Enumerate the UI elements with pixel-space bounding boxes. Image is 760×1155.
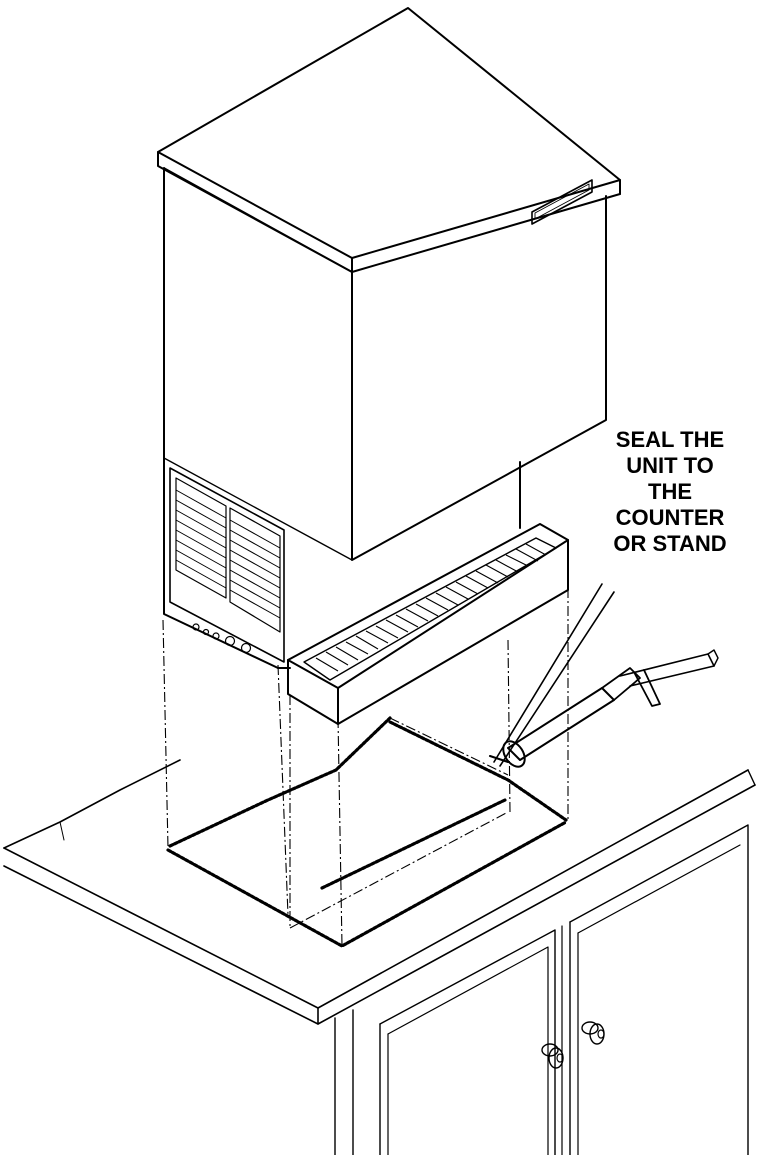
knob-icon xyxy=(541,1043,564,1069)
callout-line-3: THE xyxy=(648,479,692,504)
callout-line-1: SEAL THE xyxy=(615,427,725,452)
drip-tray xyxy=(287,523,569,725)
knob-icon xyxy=(581,1021,605,1045)
ice-machine-head xyxy=(157,7,621,561)
air-grille xyxy=(169,467,285,663)
callout-line-5: OR STAND xyxy=(613,531,727,556)
counter-top xyxy=(3,759,756,1025)
seal-instruction-callout: SEAL THE UNIT TO THE COUNTER OR STAND xyxy=(580,427,760,557)
callout-leader xyxy=(493,583,615,767)
callout-line-4: COUNTER xyxy=(615,505,725,530)
cabinet xyxy=(334,824,749,1155)
callout-line-2: UNIT TO xyxy=(626,453,714,478)
brand-plate xyxy=(531,179,593,225)
caulking-gun-icon xyxy=(489,649,719,768)
control-buttons xyxy=(192,623,252,654)
drip-tray-grate xyxy=(315,543,547,672)
caulk-bead xyxy=(166,716,568,948)
footprint-projection xyxy=(162,588,569,947)
